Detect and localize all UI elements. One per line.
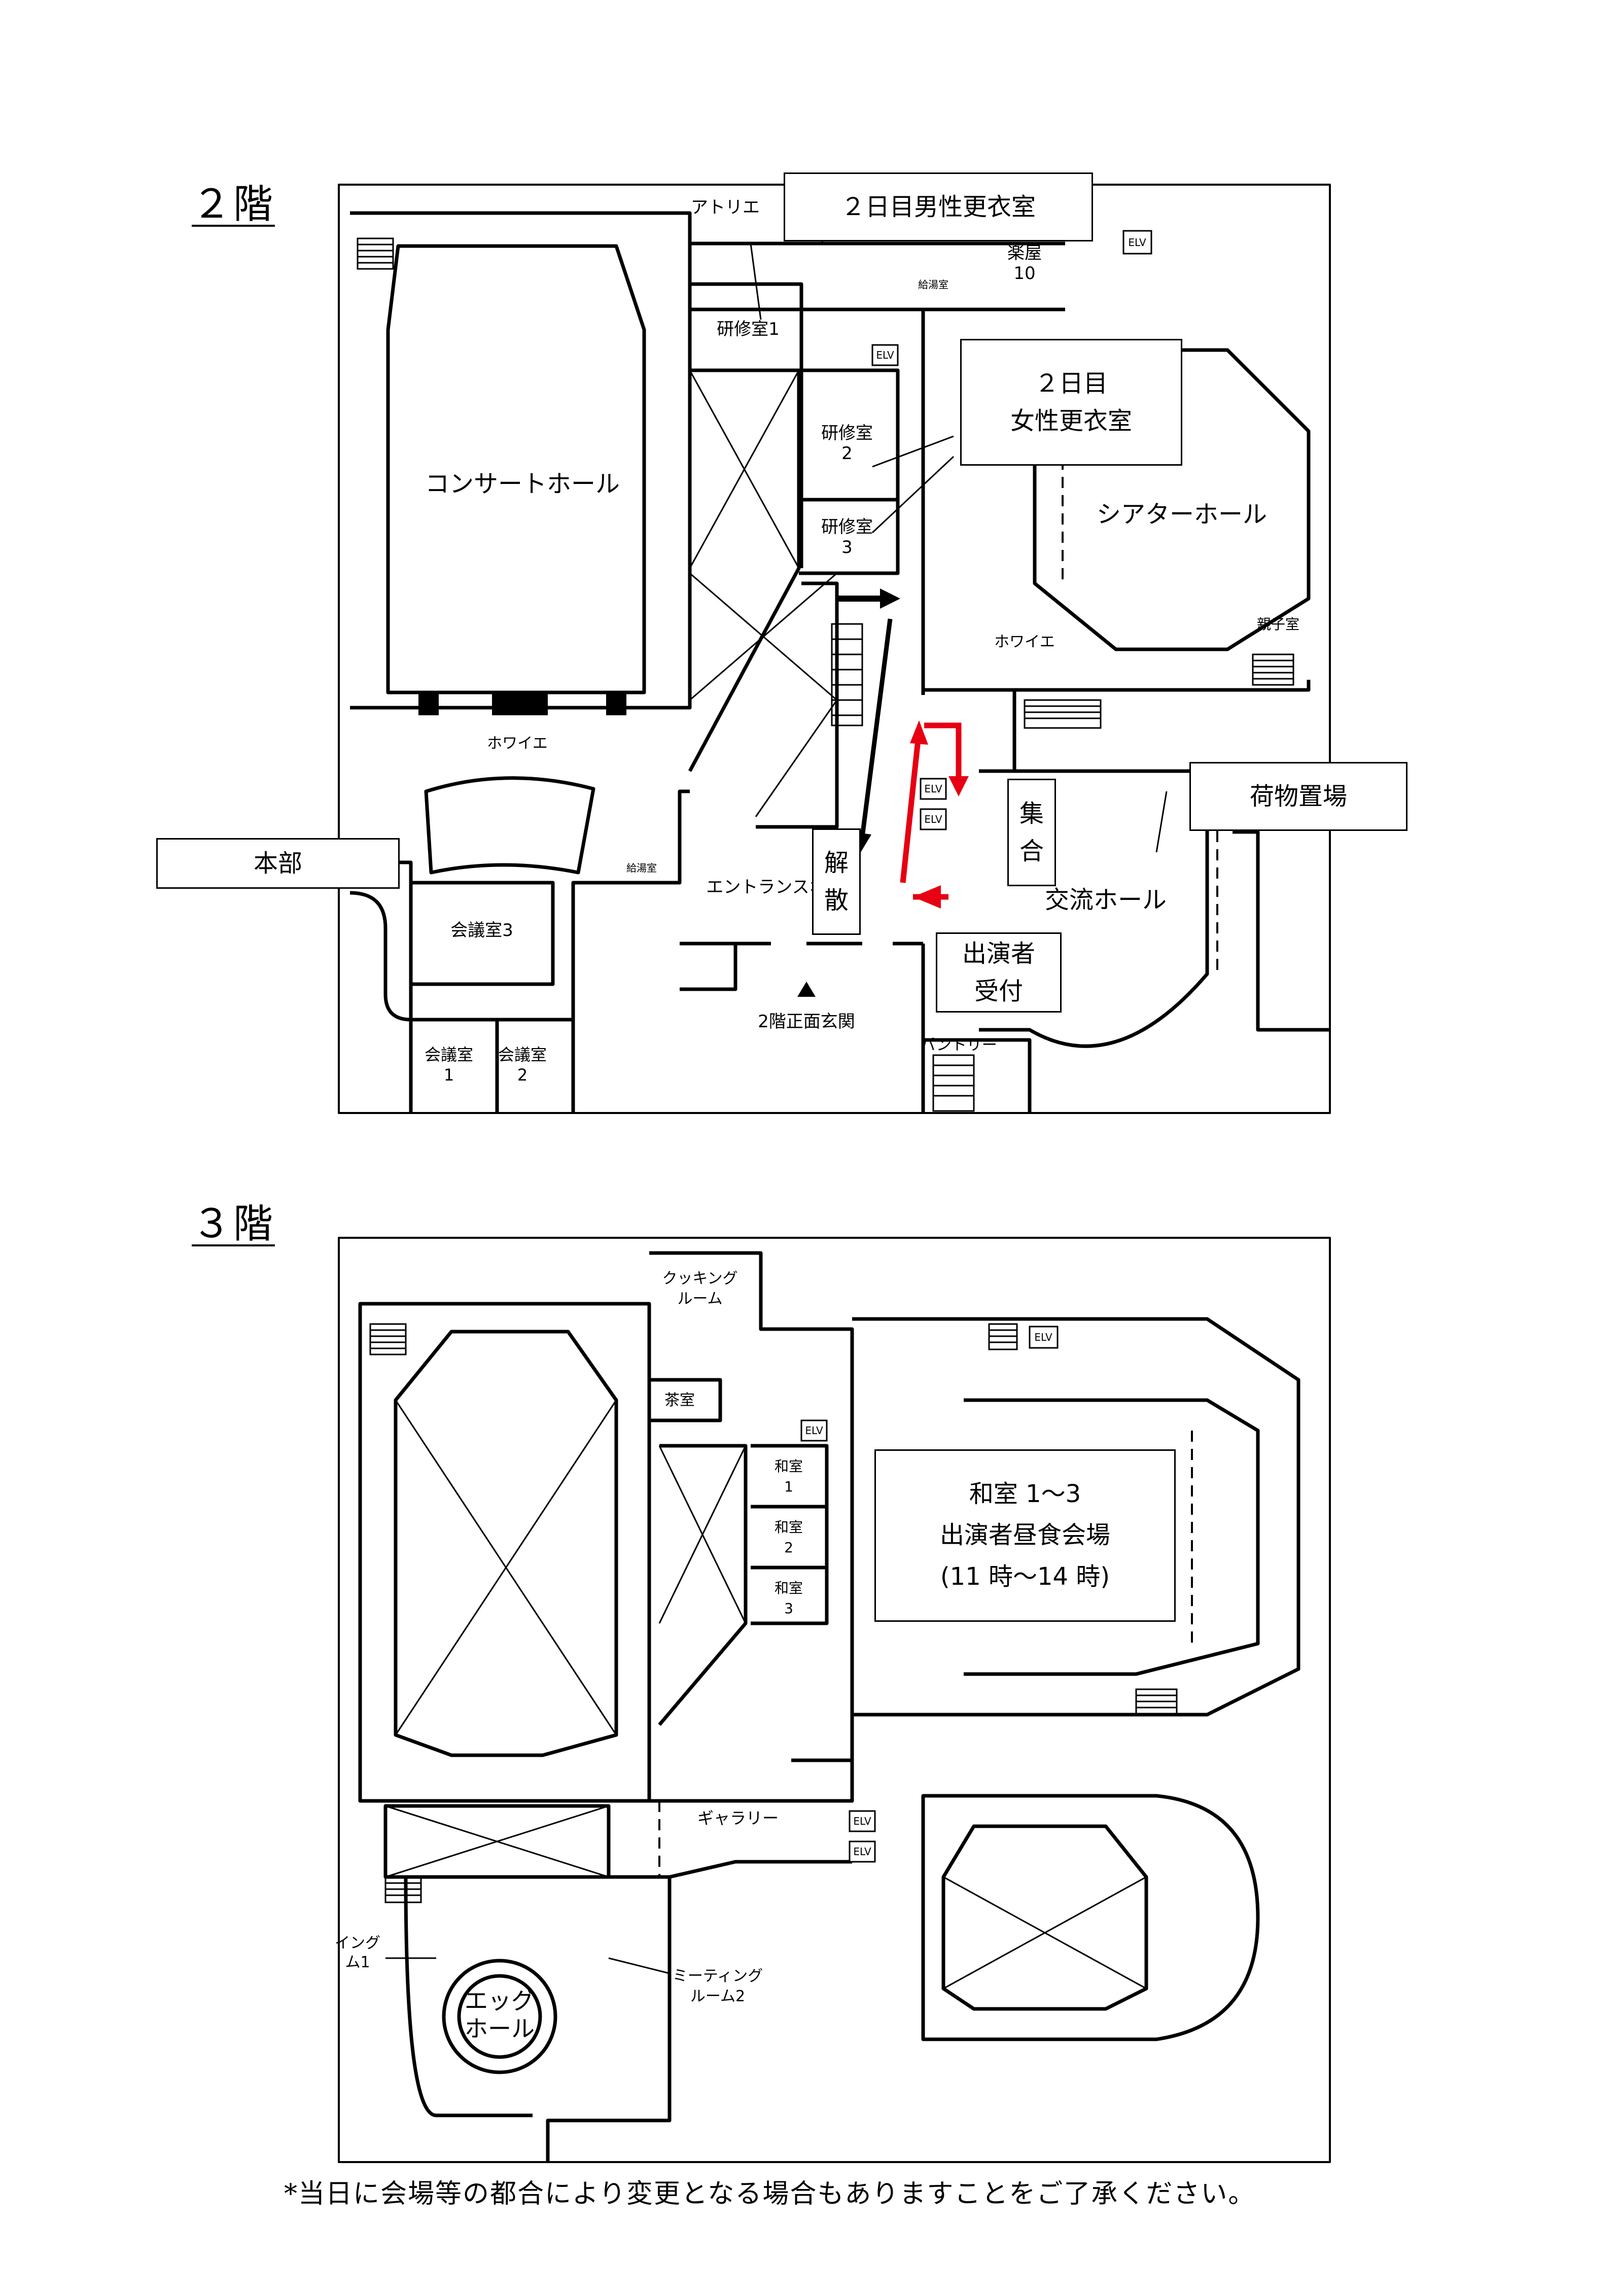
elv-label: ELV (853, 1846, 871, 1858)
honbu-label: 本部 (253, 849, 302, 878)
kenshu1-label: 研修室1 (717, 319, 780, 339)
theater-hall-label: シアターホール (1097, 500, 1267, 529)
reception-line-2: 受付 (974, 977, 1023, 1005)
footnote: *当日に会場等の都合により変更となる場合もありますことをご了承ください。 (284, 2179, 1256, 2209)
men-dressing-label: ２日目男性更衣室 (840, 192, 1036, 221)
elv-label: ELV (924, 783, 942, 795)
lunch-title: 出演者昼食会場 (939, 1521, 1110, 1550)
reception-callout: 出演者 受付 (936, 932, 1062, 1013)
kenshu2-label: 研修室 (821, 423, 873, 443)
elv-label: ELV (924, 813, 942, 825)
kaisan-callout: 解 散 (812, 828, 861, 935)
meeting2-label: ミーティング (673, 1967, 763, 1985)
washitsu1-number: 1 (784, 1478, 793, 1495)
men-dressing-callout: ２日目男性更衣室 (784, 172, 1093, 241)
cooking-label-2: ルーム (677, 1290, 722, 1308)
washitsu2-label: 和室 (775, 1519, 803, 1536)
floor3-title: ３階 (192, 1201, 275, 1247)
meeting1-label: イング (335, 1934, 380, 1952)
washitsu3-number: 3 (784, 1600, 793, 1617)
entrance-marker-icon (797, 982, 816, 997)
kenshu3-label: 研修室 (821, 517, 873, 537)
exit-route-arrows (837, 588, 900, 852)
elv-label: ELV (805, 1424, 823, 1437)
meeting1-number: ム1 (345, 1954, 370, 1971)
shugo-callout: 集 合 (1007, 779, 1056, 886)
kenshu3-number: 3 (841, 537, 853, 558)
women-dressing-label: 女性更衣室 (1010, 407, 1132, 435)
elv-label: ELV (1128, 236, 1146, 249)
shugo-char-1: 集 (1019, 799, 1044, 828)
kaigi2-number: 2 (517, 1065, 527, 1085)
kaigi3-label: 会議室3 (450, 920, 513, 941)
elv-label: ELV (853, 1815, 871, 1827)
cooking-label: クッキング (662, 1270, 737, 1288)
elv-label: ELV (1034, 1331, 1052, 1343)
meeting2-number: ルーム2 (690, 1988, 745, 2005)
floor2-title: ２階 (192, 182, 275, 227)
kaigi2-label: 会議室 (498, 1045, 547, 1064)
oyako-label: 親子室 (1257, 616, 1299, 633)
chashitsu-label: 茶室 (664, 1391, 695, 1409)
gakuya-label: 楽屋 (1007, 243, 1042, 263)
concert-hall-label: コンサートホール (425, 470, 620, 498)
main-entrance-label: 2階正面玄関 (758, 1012, 855, 1032)
women-dressing-callout: ２日目 女性更衣室 (960, 339, 1182, 466)
kaisan-char-1: 解 (824, 848, 849, 877)
foyer-right-label: ホワイエ (994, 633, 1055, 651)
kaisan-char-2: 散 (824, 886, 849, 915)
foyer-left-label: ホワイエ (487, 735, 548, 752)
kenshu2-number: 2 (841, 443, 853, 464)
atelier-label: アトリエ (691, 197, 760, 218)
kaigi1-label: 会議室 (425, 1045, 473, 1064)
gakuya-number: 10 (1013, 263, 1035, 284)
gathering-route-arrows (900, 720, 969, 909)
kyutoshitsu2-label: 給湯室 (626, 862, 657, 874)
pantry-label: パントリー (920, 1036, 997, 1054)
lunch-time: (11 時～14 時) (940, 1562, 1110, 1591)
elv-label: ELV (876, 349, 894, 361)
washitsu1-label: 和室 (775, 1458, 803, 1475)
luggage-callout: 荷物置場 (1189, 762, 1407, 831)
washitsu2-number: 2 (784, 1539, 793, 1556)
women-dressing-day: ２日目 (1034, 369, 1108, 398)
reception-line-1: 出演者 (962, 939, 1035, 968)
kaigi1-number: 1 (444, 1065, 454, 1085)
honbu-callout: 本部 (156, 838, 400, 889)
shugo-char-2: 合 (1019, 837, 1044, 865)
luggage-label: 荷物置場 (1249, 782, 1347, 811)
exchange-hall-label: 交流ホール (1045, 886, 1167, 914)
egg-hall-label: エッグ (465, 1987, 535, 2014)
egg-hall-label-2: ホール (465, 2015, 535, 2042)
washitsu3-label: 和室 (775, 1580, 803, 1596)
kyutoshitsu-label: 給湯室 (918, 279, 948, 291)
lunch-callout: 和室 1～3 出演者昼食会場 (11 時～14 時) (874, 1449, 1176, 1622)
gallery-label: ギャラリー (697, 1808, 779, 1828)
lunch-rooms: 和室 1～3 (969, 1479, 1081, 1508)
